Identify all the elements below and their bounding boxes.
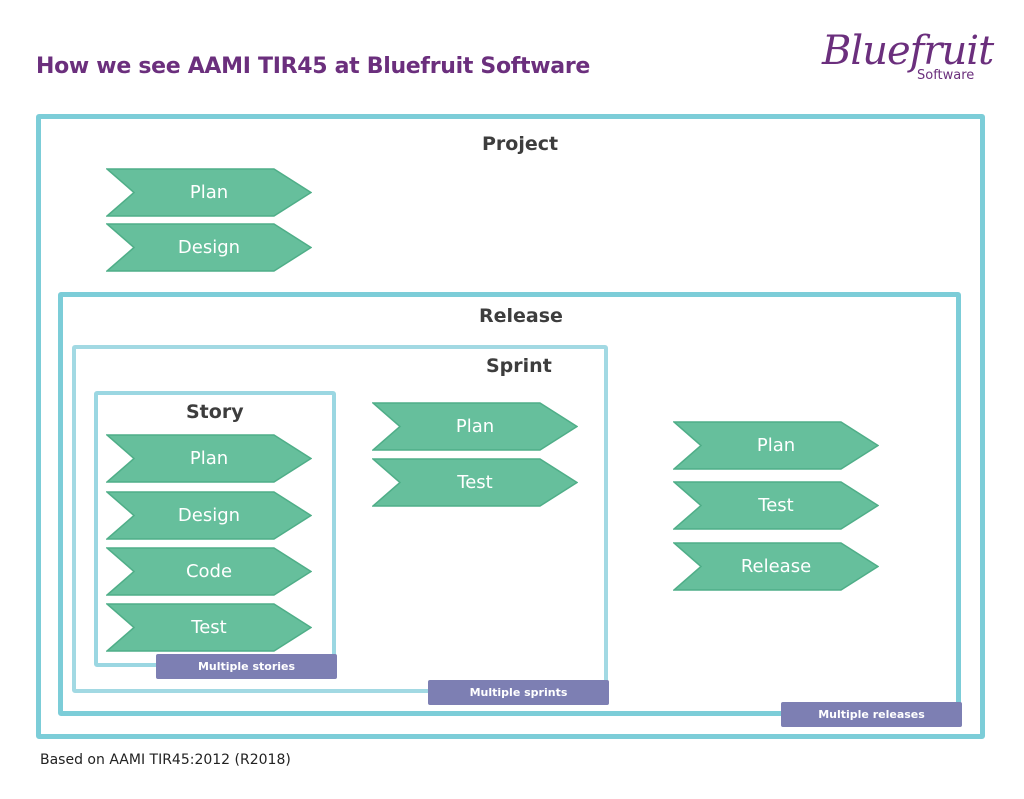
step-label: Plan — [189, 448, 229, 469]
chevron-shape — [106, 547, 312, 596]
project-frame — [36, 114, 985, 739]
chevron-shape — [372, 458, 578, 507]
multiple-releases-tag: Multiple releases — [781, 702, 962, 727]
chevron-shape — [106, 434, 312, 483]
chevron-shape — [372, 402, 578, 451]
release-step-test: Test — [673, 481, 879, 530]
release-frame — [58, 292, 961, 716]
story-step-plan: Plan — [106, 434, 312, 483]
sprint-step-test: Test — [372, 458, 578, 507]
step-label: Test — [457, 472, 493, 493]
chevron-shape — [673, 481, 879, 530]
sprint-step-plan: Plan — [372, 402, 578, 451]
chevron-shape — [673, 542, 879, 591]
step-label: Plan — [189, 182, 229, 203]
sprint-frame — [72, 345, 608, 693]
project-step-design: Design — [106, 223, 312, 272]
diagram-title: How we see AAMI TIR45 at Bluefruit Softw… — [36, 54, 591, 79]
multiple-sprints-tag: Multiple sprints — [428, 680, 609, 705]
step-label: Release — [740, 556, 812, 577]
multiple-stories-tag: Multiple stories — [156, 654, 337, 679]
step-label: Design — [177, 505, 241, 526]
step-label: Code — [185, 561, 233, 582]
sprint-label: Sprint — [486, 355, 552, 377]
step-label: Test — [191, 617, 227, 638]
story-step-code: Code — [106, 547, 312, 596]
story-step-test: Test — [106, 603, 312, 652]
chevron-shape — [106, 168, 312, 217]
step-label: Test — [758, 495, 794, 516]
story-label: Story — [186, 401, 244, 423]
step-label: Plan — [756, 435, 796, 456]
project-step-plan: Plan — [106, 168, 312, 217]
step-label: Design — [177, 237, 241, 258]
chevron-shape — [106, 603, 312, 652]
chevron-shape — [106, 223, 312, 272]
step-label: Plan — [455, 416, 495, 437]
chevron-shape — [673, 421, 879, 470]
bluefruit-logo: Bluefruit Software — [822, 28, 994, 88]
logo-sub-text: Software — [917, 68, 975, 83]
release-step-plan: Plan — [673, 421, 879, 470]
chevron-shape — [106, 491, 312, 540]
story-step-design: Design — [106, 491, 312, 540]
release-label: Release — [479, 305, 563, 327]
source-footnote: Based on AAMI TIR45:2012 (R2018) — [40, 752, 291, 768]
project-label: Project — [482, 133, 559, 155]
logo-script-text: Bluefruit — [822, 28, 994, 74]
release-step-release: Release — [673, 542, 879, 591]
